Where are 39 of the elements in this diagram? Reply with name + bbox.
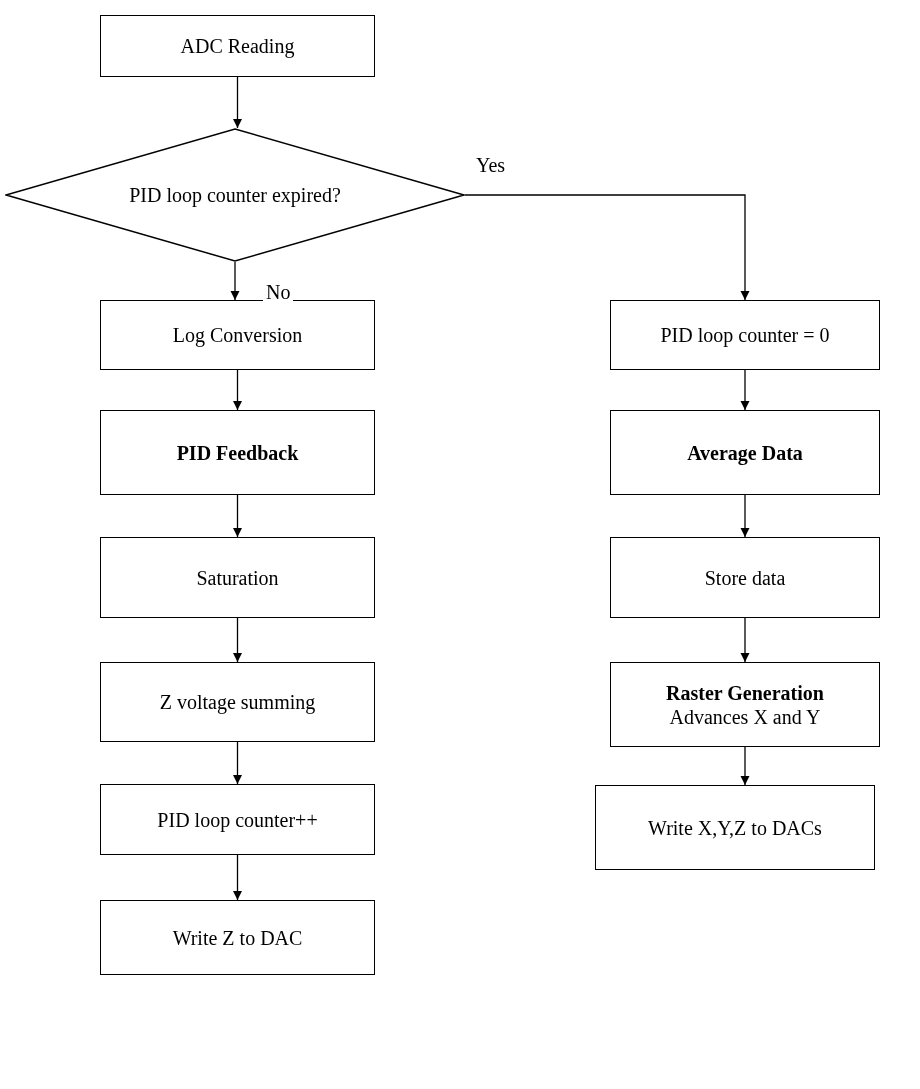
- process-box: [610, 537, 880, 618]
- arrow: [233, 494, 242, 538]
- box-text: Log Conversion: [172, 323, 303, 347]
- process-box: [100, 410, 375, 495]
- arrow: [740, 617, 750, 663]
- arrow: [233, 854, 242, 901]
- process-box: [595, 785, 875, 870]
- arrow: [740, 494, 750, 538]
- box-text: Average Data: [687, 440, 803, 465]
- box-text: Saturation: [196, 565, 279, 590]
- process-box: [610, 410, 880, 495]
- box-text: Write X,Y,Z to DACs: [648, 815, 822, 840]
- box-text: ADC Reading: [180, 34, 295, 58]
- box-text: Store data: [704, 565, 786, 590]
- process-box: [100, 15, 375, 77]
- process-box: [100, 662, 375, 742]
- box-text: PID loop counter expired?: [129, 183, 341, 207]
- box-text: PID Feedback: [176, 440, 299, 465]
- box-text: Write Z to DAC: [172, 925, 303, 950]
- decision-diamond: [5, 128, 465, 262]
- arrow: [464, 194, 750, 301]
- arrow: [740, 369, 750, 411]
- process-box: [100, 537, 375, 618]
- process-box: [610, 300, 880, 370]
- process-box: [610, 662, 880, 747]
- process-box: [100, 900, 375, 975]
- process-box: [100, 784, 375, 855]
- arrow: [233, 76, 242, 129]
- arrow: [233, 741, 242, 785]
- box-heading: Raster Generation: [666, 680, 824, 705]
- box-text: Z voltage summing: [159, 690, 316, 714]
- box-text: Advances X and Y: [669, 704, 821, 729]
- box-text: PID loop counter++: [157, 807, 318, 832]
- process-box: [100, 300, 375, 370]
- arrow: [233, 369, 242, 411]
- arrow: [740, 746, 750, 786]
- arrow: [233, 617, 242, 663]
- arrow: [230, 261, 240, 301]
- box-text: PID loop counter = 0: [660, 323, 830, 347]
